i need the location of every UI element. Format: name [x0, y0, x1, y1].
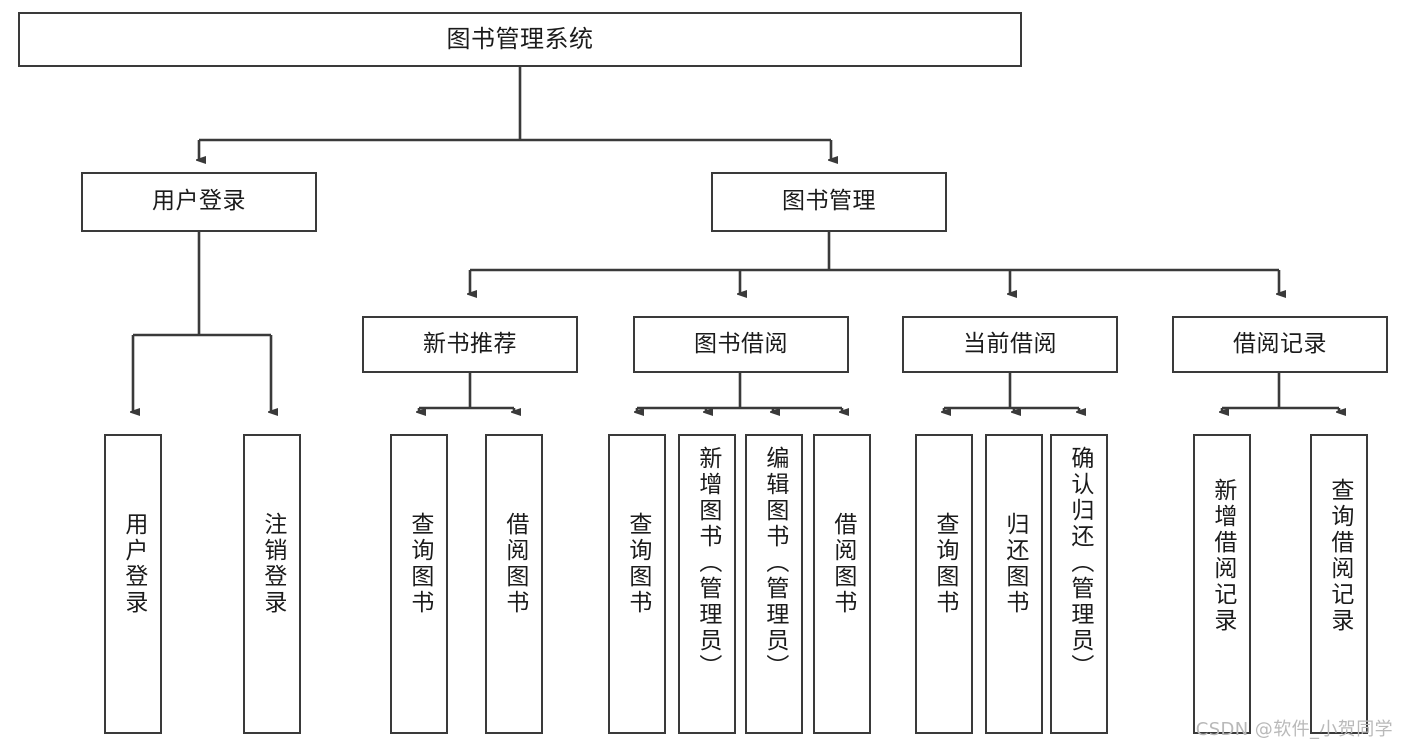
node-leaf-logout-login[interactable]: 注销登录 — [243, 434, 301, 734]
node-leaf-add-book[interactable]: 新增图书（管理员） — [678, 434, 736, 734]
node-label: 确认归还（管理员） — [1066, 446, 1093, 680]
node-label: 编辑图书（管理员） — [761, 446, 788, 680]
node-leaf-return-book[interactable]: 归还图书 — [985, 434, 1043, 734]
node-borrow-record[interactable]: 借阅记录 — [1172, 316, 1388, 373]
node-label: 查询借阅记录 — [1326, 478, 1353, 634]
node-label: 新书推荐 — [423, 330, 517, 357]
node-label: 图书借阅 — [694, 330, 788, 357]
node-label: 用户登录 — [120, 512, 147, 616]
node-label: 注销登录 — [259, 512, 286, 616]
node-leaf-query-book-3[interactable]: 查询图书 — [915, 434, 973, 734]
node-leaf-query-record[interactable]: 查询借阅记录 — [1310, 434, 1368, 734]
node-label: 新增图书（管理员） — [694, 446, 721, 680]
node-user-login[interactable]: 用户登录 — [81, 172, 317, 232]
node-leaf-query-book-2[interactable]: 查询图书 — [608, 434, 666, 734]
node-label: 查询图书 — [406, 512, 433, 616]
node-leaf-add-record[interactable]: 新增借阅记录 — [1193, 434, 1251, 734]
node-label: 图书管理 — [782, 188, 876, 215]
node-leaf-borrow-book-1[interactable]: 借阅图书 — [485, 434, 543, 734]
node-label: 查询图书 — [931, 512, 958, 616]
node-label: 当前借阅 — [963, 330, 1057, 357]
node-book-management[interactable]: 图书管理 — [711, 172, 947, 232]
node-label: 归还图书 — [1001, 512, 1028, 616]
node-leaf-query-book-1[interactable]: 查询图书 — [390, 434, 448, 734]
node-leaf-confirm-return[interactable]: 确认归还（管理员） — [1050, 434, 1108, 734]
node-label: 查询图书 — [624, 512, 651, 616]
node-label: 图书管理系统 — [446, 25, 594, 54]
node-label: 新增借阅记录 — [1209, 478, 1236, 634]
node-label: 借阅图书 — [501, 512, 528, 616]
node-leaf-user-login[interactable]: 用户登录 — [104, 434, 162, 734]
node-new-book-recommend[interactable]: 新书推荐 — [362, 316, 578, 373]
node-root-book-management-system[interactable]: 图书管理系统 — [18, 12, 1022, 67]
node-leaf-edit-book[interactable]: 编辑图书（管理员） — [745, 434, 803, 734]
node-label: 借阅记录 — [1233, 330, 1327, 357]
node-book-borrow[interactable]: 图书借阅 — [633, 316, 849, 373]
node-label: 用户登录 — [152, 188, 246, 215]
node-leaf-borrow-book-2[interactable]: 借阅图书 — [813, 434, 871, 734]
node-label: 借阅图书 — [829, 512, 856, 616]
node-current-borrow[interactable]: 当前借阅 — [902, 316, 1118, 373]
